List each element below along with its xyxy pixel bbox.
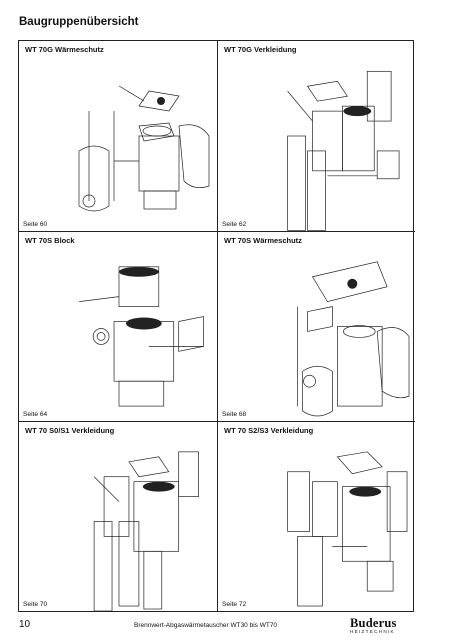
- exploded-drawing-insulation: [297, 261, 410, 417]
- exploded-drawing-casing: [287, 70, 400, 231]
- panel-wt70-s2s3-verkleidung: WT 70 S2/S3 Verkleidung Seite 72: [217, 421, 415, 611]
- exploded-drawing-casing: [93, 451, 199, 611]
- page-reference: Seite 70: [23, 601, 48, 608]
- page-reference: Seite 64: [23, 411, 48, 418]
- logo-wordmark: Buderus: [350, 616, 397, 630]
- panel-title: WT 70S Block: [25, 236, 75, 245]
- panel-wt70g-verkleidung: WT 70G Verkleidung Seite 62: [217, 41, 415, 231]
- page-reference: Seite 68: [222, 411, 247, 418]
- panel-title: WT 70 S0/S1 Verkleidung: [25, 426, 115, 435]
- page-reference: Seite 62: [222, 221, 247, 228]
- panel-wt70-s0s1-verkleidung: WT 70 S0/S1 Verkleidung Seite 70: [19, 421, 217, 611]
- buderus-logo: Buderus HEIZTECHNIK: [350, 616, 416, 634]
- page-title: Baugruppenübersicht: [19, 16, 139, 28]
- panel-wt70s-block: WT 70S Block Seite 64: [19, 231, 217, 421]
- exploded-drawing-block: [79, 266, 204, 407]
- page-reference: Seite 60: [23, 221, 48, 228]
- exploded-drawing-insulation: [78, 85, 210, 212]
- panel-title: WT 70G Wärmeschutz: [25, 45, 104, 54]
- exploded-drawing-casing: [287, 451, 408, 607]
- page-reference: Seite 72: [222, 601, 247, 608]
- panel-title: WT 70 S2/S3 Verkleidung: [224, 426, 314, 435]
- page-number: 10: [19, 619, 31, 630]
- footer-text: Brennwert-Abgaswärmetauscher WT30 bis WT…: [134, 622, 278, 629]
- panel-wt70g-waermeschutz: WT 70G Wärmeschutz Seite 60: [19, 41, 217, 231]
- panel-wt70s-waermeschutz: WT 70S Wärmeschutz Seite 68: [217, 231, 415, 421]
- panel-title: WT 70S Wärmeschutz: [224, 236, 302, 245]
- assembly-overview-grid: WT 70G Wärmeschutz Seite 60 WT 70G Verkl…: [18, 40, 415, 612]
- logo-subtitle: HEIZTECHNIK: [350, 629, 395, 634]
- panel-title: WT 70G Verkleidung: [224, 45, 297, 54]
